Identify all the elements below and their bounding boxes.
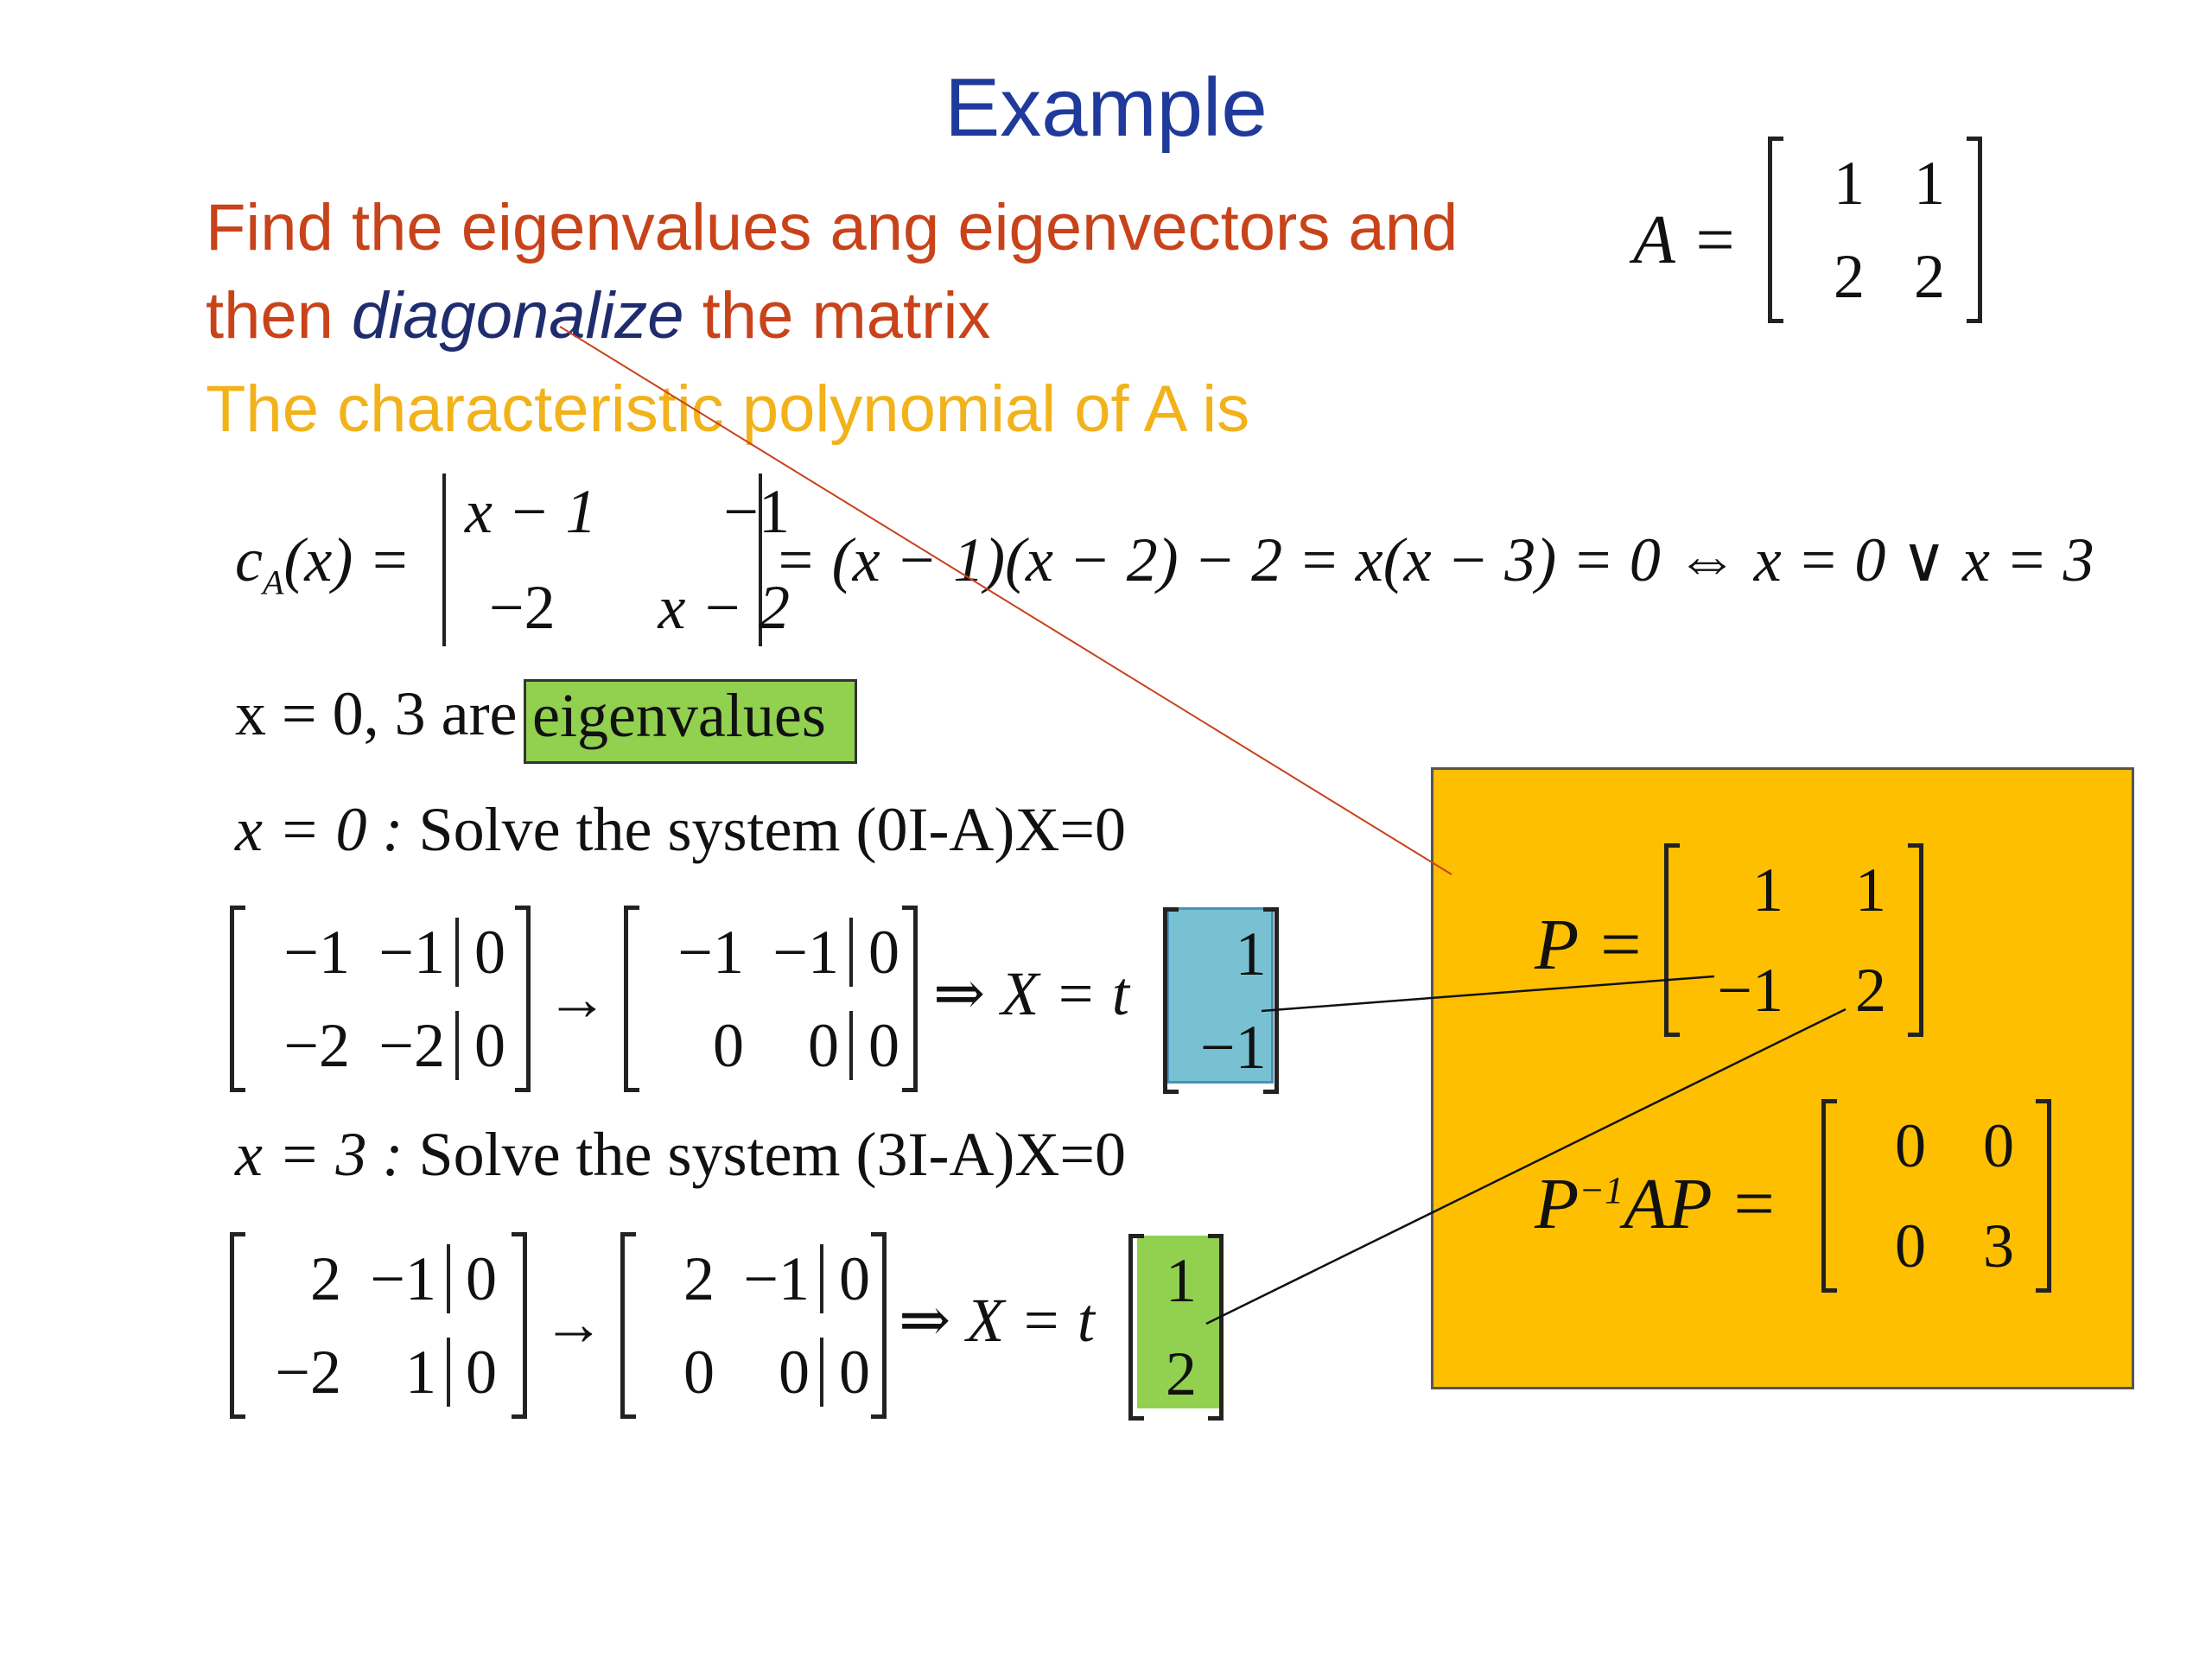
matrix-p-cell: 2 [1855, 956, 1886, 1025]
matrix-p-cell: 1 [1752, 855, 1783, 925]
aug-cell: −1 [283, 918, 350, 987]
char-eq-arg: (x) = [283, 525, 410, 594]
aug-cell: −1 [743, 1244, 810, 1313]
char-eq-rhs: = (x − 1)(x − 2) − 2 = x(x − 3) = 0 ⇔ x … [774, 525, 2094, 594]
char-eq-c: c [235, 525, 263, 594]
aug-cell: 0 [820, 1244, 880, 1313]
case0-augmented-1: −1 −1 0 −2 −2 0 [230, 906, 531, 1092]
diagonalize-word: diagonalize [352, 279, 684, 353]
matrix-a-label: A = [1633, 202, 1738, 278]
aug-cell: 0 [820, 1338, 880, 1407]
eigen-highlight-text: eigenvalues [532, 681, 826, 750]
problem-line-2-post: the matrix [683, 279, 991, 353]
aug-cell: −1 [378, 918, 445, 987]
char-poly-intro: The characteristic polynomial of A is [206, 372, 1250, 446]
aug-cell: 0 [447, 1244, 507, 1313]
matrix-a-cell: 1 [1914, 149, 1945, 218]
aug-cell: 0 [713, 1011, 744, 1080]
aug-cell: 0 [447, 1338, 507, 1407]
matrix-d-cell: 3 [1983, 1211, 2014, 1281]
vector-cell: 2 [1166, 1339, 1197, 1408]
diagonal-label-ap: AP = [1624, 1164, 1778, 1244]
case3-arrow: → [543, 1289, 605, 1358]
case3-implies: ⇒ X = t [899, 1286, 1095, 1355]
matrix-diagonal: 0 0 0 3 [1821, 1099, 2051, 1293]
case0-heading: x = 0 : Solve the system (0I-A)X=0 [235, 798, 1126, 861]
matrix-a-cell: 2 [1834, 242, 1865, 311]
case3-augmented-2: 2 −1 0 0 0 0 [620, 1232, 887, 1419]
diagonal-label: P−1AP = [1535, 1168, 1778, 1241]
problem-line-2-pre: then [206, 279, 353, 353]
case3-heading: x = 3 : Solve the system (3I-A)X=0 [235, 1123, 1126, 1185]
aug-cell: 0 [455, 1011, 516, 1080]
aug-cell: 0 [849, 1011, 910, 1080]
matrix-d-cell: 0 [1983, 1111, 2014, 1180]
aug-cell: −2 [275, 1338, 341, 1407]
aug-cell: 0 [849, 918, 910, 987]
matrix-a: 1 1 2 2 [1768, 137, 1982, 323]
diagonal-label-sup: −1 [1579, 1169, 1624, 1211]
aug-cell: 0 [683, 1338, 715, 1407]
case3-system: (3I-A)X=0 [855, 1120, 1127, 1189]
case0-x: x = 0 : [235, 795, 404, 864]
char-eq-sub: A [262, 563, 284, 602]
aug-cell: 1 [405, 1338, 436, 1407]
problem-line-1: Find the eigenvalues ang eigenvectors an… [206, 191, 1459, 264]
matrix-p: 1 1 −1 2 [1664, 843, 1923, 1037]
slide-title: Example [944, 61, 1268, 154]
case0-implies: ⇒ X = t [933, 959, 1129, 1028]
aug-cell: −2 [283, 1011, 350, 1080]
aug-cell: −1 [772, 918, 839, 987]
matrix-p-cell: 1 [1855, 855, 1886, 925]
det-cell: x − 1 [465, 477, 597, 546]
eigen-statement: x = 0, 3 are [235, 679, 518, 748]
problem-line-2: then diagonalize the matrix [206, 271, 990, 361]
aug-cell: 0 [808, 1011, 839, 1080]
matrix-p-cell: −1 [1717, 956, 1783, 1025]
matrix-a-cell: 1 [1834, 149, 1865, 218]
matrix-d-cell: 0 [1895, 1111, 1926, 1180]
aug-cell: 2 [310, 1244, 341, 1313]
case0-arrow: → [546, 964, 608, 1033]
p-label: P = [1535, 905, 1645, 985]
vector-cell: 1 [1235, 919, 1267, 988]
aug-cell: 2 [683, 1244, 715, 1313]
vector-cell: 1 [1166, 1246, 1197, 1315]
aug-cell: −2 [378, 1011, 445, 1080]
matrix-d-cell: 0 [1895, 1211, 1926, 1281]
case3-text: Solve the system [418, 1120, 841, 1189]
case3-augmented-1: 2 −1 0 −2 1 0 [230, 1232, 527, 1419]
char-eq-lhs: cA(x) = [235, 529, 410, 600]
case0-system: (0I-A)X=0 [855, 795, 1127, 864]
det-cell: −2 [489, 573, 556, 642]
matrix-a-cell: 2 [1914, 242, 1945, 311]
case0-text: Solve the system [418, 795, 841, 864]
case0-eigenvector: 1 −1 [1163, 907, 1279, 1094]
aug-cell: −1 [370, 1244, 436, 1313]
aug-cell: −1 [677, 918, 744, 987]
aug-cell: 0 [455, 918, 516, 987]
case3-x: x = 3 : [235, 1120, 404, 1189]
aug-cell: 0 [779, 1338, 810, 1407]
case3-eigenvector: 1 2 [1128, 1234, 1224, 1421]
diagonal-label-p: P [1535, 1164, 1580, 1244]
char-determinant: x − 1 −1 −2 x − 2 [442, 474, 790, 646]
case0-augmented-2: −1 −1 0 0 0 0 [624, 906, 918, 1092]
